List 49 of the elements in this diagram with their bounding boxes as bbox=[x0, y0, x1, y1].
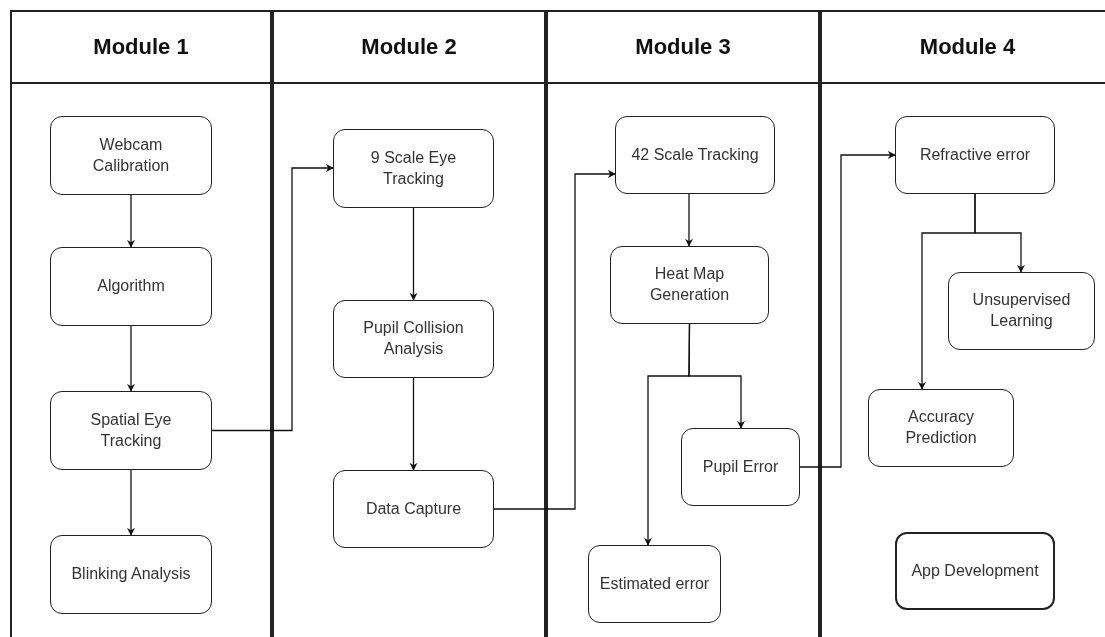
process-box bbox=[681, 428, 800, 506]
process-box bbox=[50, 391, 212, 470]
arrow bbox=[211, 164, 334, 432]
process-label: Algorithm bbox=[97, 276, 165, 297]
process-label: Estimated error bbox=[599, 573, 710, 594]
process-label: Webcam Calibration bbox=[91, 134, 171, 176]
arrow bbox=[493, 170, 616, 510]
process-label: 42 Scale Tracking bbox=[631, 144, 759, 165]
arrow bbox=[127, 325, 135, 392]
arrow bbox=[127, 469, 135, 536]
lane-heading: Module 1 bbox=[93, 34, 189, 60]
swimlane bbox=[546, 10, 820, 637]
process-label: App Development bbox=[911, 560, 1039, 581]
process-box bbox=[615, 116, 775, 194]
process-box bbox=[333, 300, 494, 378]
lane-heading: Module 4 bbox=[919, 34, 1016, 60]
process-label: Spatial Eye Tracking bbox=[89, 409, 173, 451]
process-box bbox=[333, 129, 494, 208]
arrow bbox=[918, 193, 976, 390]
process-box bbox=[50, 116, 212, 195]
process-label: Heat Map Generation bbox=[648, 264, 731, 305]
arrow bbox=[127, 194, 135, 248]
lane-heading: Module 2 bbox=[361, 34, 457, 60]
process-label: Data Capture bbox=[365, 498, 462, 519]
process-label: Pupil Collision Analysis bbox=[362, 318, 465, 359]
arrow bbox=[644, 323, 691, 546]
process-box bbox=[895, 532, 1055, 610]
process-label: Pupil Error bbox=[702, 456, 779, 477]
process-label: 9 Scale Eye Tracking bbox=[369, 147, 458, 189]
arrow bbox=[409, 377, 418, 471]
arrow bbox=[409, 207, 418, 301]
process-box bbox=[588, 545, 721, 623]
process-label: Accuracy Prediction bbox=[904, 407, 978, 448]
process-label: Unsupervised Learning bbox=[971, 290, 1072, 331]
process-label: Refractive error bbox=[919, 144, 1031, 165]
lane-heading: Module 3 bbox=[635, 34, 731, 60]
process-box bbox=[610, 246, 769, 324]
swimlane bbox=[10, 10, 272, 637]
process-box bbox=[868, 389, 1014, 467]
process-box bbox=[333, 470, 494, 548]
process-box bbox=[948, 272, 1095, 350]
process-box bbox=[895, 116, 1055, 194]
arrow bbox=[685, 193, 693, 247]
swimlane bbox=[820, 10, 1105, 637]
process-label: Blinking Analysis bbox=[71, 564, 191, 585]
arrow bbox=[799, 151, 896, 468]
process-box bbox=[50, 247, 212, 326]
process-box bbox=[50, 535, 212, 614]
swimlane bbox=[272, 10, 546, 637]
